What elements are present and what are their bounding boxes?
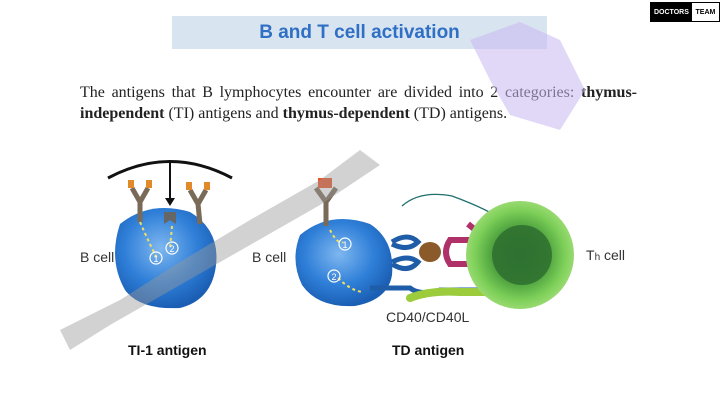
signal-path-4 [337,277,363,293]
bcr-receptor-right [313,186,339,226]
th-cell-label-rest: cell [600,247,626,263]
mhc-lower [390,255,422,271]
th-cell-label: Th cell [586,247,625,263]
receptor-tips-left [128,180,210,190]
mhc-upper [390,234,422,250]
intro-paragraph: The antigens that B lymphocytes encounte… [80,82,637,124]
arrow-head-icon [165,198,175,206]
paragraph-text-1: The antigens that B lymphocytes encounte… [80,84,575,101]
ti-antigen-arc [107,160,233,180]
marker-2-right-text: 2 [331,272,336,282]
tcr-receptor [443,237,470,267]
paragraph-text-2: (TI) antigens and [164,105,283,122]
paragraph-bold-ti: thymus-independent [80,84,637,122]
logo-part-2: TEAM [691,3,719,21]
cd40-label: CD40/CD40L [386,309,470,325]
marker-2-right [327,269,341,283]
td-antigen-icon [318,178,332,188]
signal-path-3 [329,229,344,244]
paragraph-bold-td: thymus-dependent [282,105,410,122]
th-cell-label-sub: h [594,252,601,263]
b-cell-right-label: B cell [252,249,287,265]
th-cell-nucleus [492,225,552,285]
slide-title-bar: B and T cell activation [172,16,547,49]
marker-2-left-text: 2 [169,244,174,254]
td-antigen-caption: TD antigen [392,342,465,358]
bcr-receptors-left [129,186,209,225]
logo-part-1: DOCTORS [651,3,692,21]
b-cell-left-shape [115,208,217,309]
marker-1-right [338,237,352,251]
marker-2-left [165,241,179,255]
doctors-team-logo: DOCTORS TEAM [650,2,720,22]
th-cell-label-t: T [586,247,595,263]
cell-activation-figure: 1 2 1 2 [107,160,574,309]
cd40l-molecule [406,287,494,302]
signal-path-2 [169,225,173,249]
b-cell-left-label: B cell [80,249,115,265]
signal-path-1 [139,221,159,261]
b-cell-right-shape [295,218,393,307]
marker-1-left-text: 1 [153,254,158,264]
marker-1-left [149,251,163,265]
slide-title: B and T cell activation [259,21,460,43]
marker-1-right-text: 1 [342,240,347,250]
ti-antigen-caption: TI-1 antigen [128,342,207,358]
tlr-icon [164,212,176,224]
paragraph-text-3: (TD) antigens. [409,105,508,122]
peptide-antigen [419,242,441,262]
